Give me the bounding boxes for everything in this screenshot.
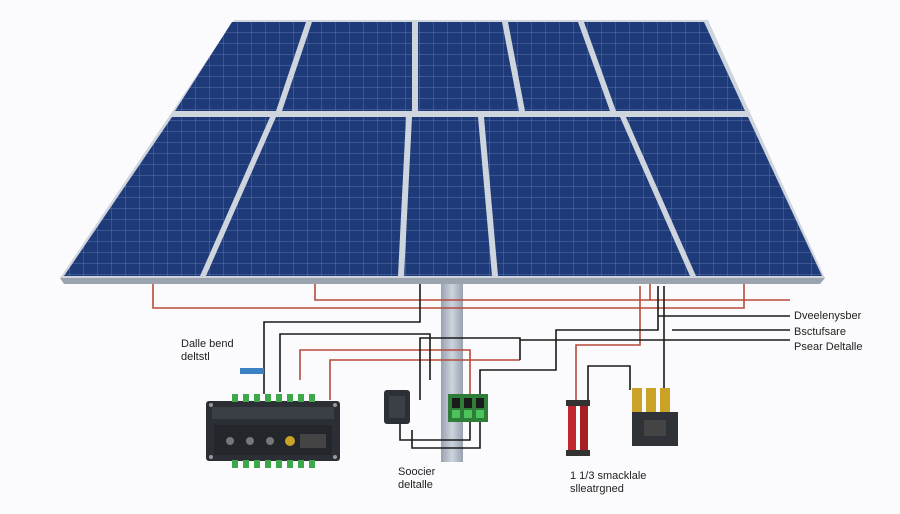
label-smacklale-line1: 1 1/3 smacklale [570, 470, 647, 482]
mounting-pole [441, 282, 463, 462]
solar-panel [484, 117, 690, 276]
label-dveelenysber: Dveelenysber [794, 310, 862, 322]
label-soocier-line1: Soocier [398, 466, 436, 478]
label-soocier-line2: deltalle [398, 479, 433, 491]
black-wires [263, 284, 790, 449]
controller-indicator [240, 368, 264, 374]
red-wires [152, 284, 790, 406]
breaker-box [632, 388, 678, 446]
solar-panel [418, 22, 519, 111]
label-dalle-bend: Dalle bend deltstl [181, 338, 234, 364]
label-soocier: Soocier deltalle [398, 466, 435, 492]
label-smacklale: 1 1/3 smacklale slleatrgned [570, 470, 646, 496]
solar-panel [64, 117, 270, 276]
controller-terminals-top [232, 394, 315, 402]
label-dalle-bend-line2: deltstl [181, 351, 210, 363]
fuse-holder [566, 400, 590, 456]
charge-controller [206, 401, 340, 461]
controller-terminals-bottom [232, 460, 315, 468]
label-psear-deltalle: Psear Deltalle [794, 341, 863, 353]
power-adapter [384, 390, 410, 424]
solar-panel-array [60, 20, 825, 284]
solar-panel [584, 22, 745, 111]
solar-panel [282, 22, 412, 111]
solar-panel [626, 117, 822, 276]
label-dalle-bend-line1: Dalle bend [181, 338, 234, 350]
solar-panel [175, 22, 306, 111]
label-bsctufsare: Bsctufsare [794, 326, 846, 338]
solar-panel [404, 117, 492, 276]
label-smacklale-line2: slleatrgned [570, 483, 624, 495]
terminal-block [448, 394, 488, 422]
solar-panel [206, 117, 406, 276]
solar-panel [508, 22, 610, 111]
